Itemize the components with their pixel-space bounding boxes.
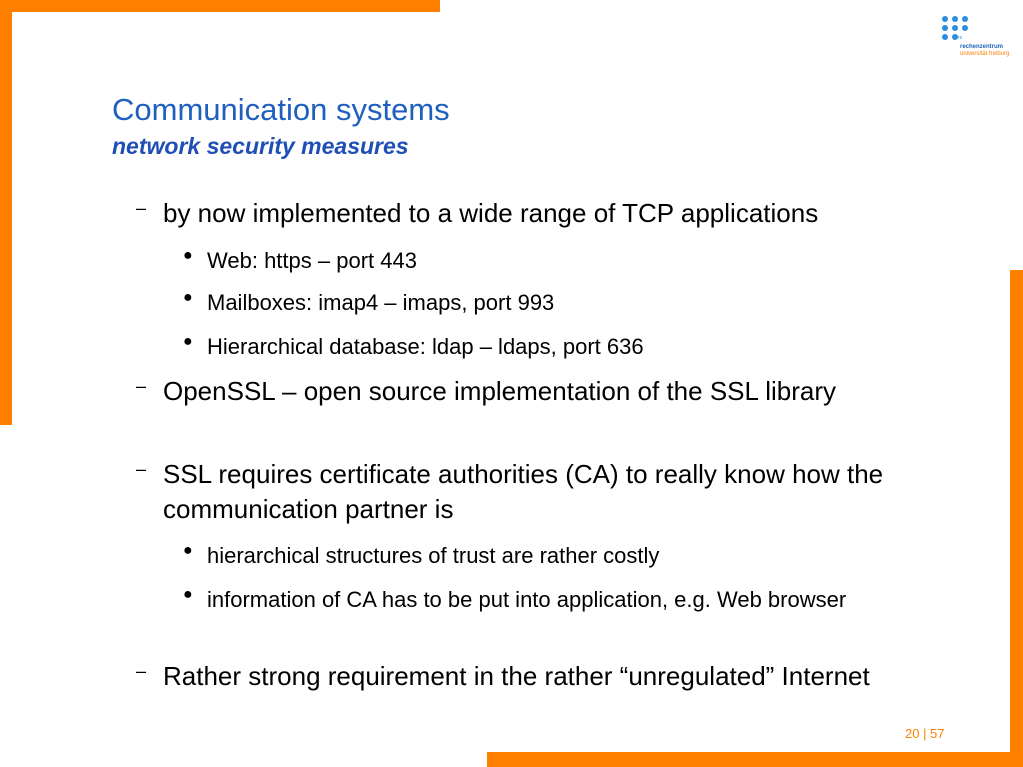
logo-text: rechenzentrum universität freiburg xyxy=(960,44,1009,58)
bullet-item: ● hierarchical structures of trust are r… xyxy=(183,540,947,571)
dot-marker: ● xyxy=(183,333,193,350)
left-orange-bar xyxy=(0,0,12,425)
slide-title: Communication systems xyxy=(112,92,450,127)
logo-dot xyxy=(942,16,948,22)
logo-rz: rz xyxy=(958,35,963,41)
logo-dot xyxy=(952,16,958,22)
bullet-item: – Rather strong requirement in the rathe… xyxy=(136,659,923,694)
logo-dot xyxy=(962,16,968,22)
bullet-item: ● information of CA has to be put into a… xyxy=(183,584,937,615)
bottom-orange-bar xyxy=(487,752,1023,767)
logo-dot xyxy=(962,25,968,31)
dash-marker: – xyxy=(136,376,147,396)
bullet-item: – by now implemented to a wide range of … xyxy=(136,196,953,231)
logo-dot xyxy=(952,34,958,40)
bullet-text: OpenSSL – open source implementation of … xyxy=(163,376,837,406)
logo-dot xyxy=(952,25,958,31)
bullet-text: hierarchical structures of trust are rat… xyxy=(207,543,660,568)
bullet-text: information of CA has to be put into app… xyxy=(207,587,847,612)
bullet-item: ● Hierarchical database: ldap – ldaps, p… xyxy=(183,331,947,362)
dash-marker: – xyxy=(136,198,147,218)
top-orange-bar xyxy=(0,0,440,12)
bullet-text: by now implemented to a wide range of TC… xyxy=(163,198,819,228)
logo-line2: universität freiburg xyxy=(960,51,1010,57)
bullet-text: Rather strong requirement in the rather … xyxy=(163,661,870,691)
logo-line1: rechenzentrum xyxy=(960,44,1004,50)
bullet-item: ● Web: https – port 443 xyxy=(183,245,947,276)
right-orange-bar xyxy=(1010,270,1023,767)
bullet-text: Mailboxes: imap4 – imaps, port 993 xyxy=(207,290,555,315)
bullet-text: SSL requires certificate authorities (CA… xyxy=(163,459,884,524)
bullet-text: Hierarchical database: ldap – ldaps, por… xyxy=(207,334,644,359)
slide-subtitle: network security measures xyxy=(112,133,409,159)
bullet-text: Web: https – port 443 xyxy=(207,248,417,273)
rechenzentrum-logo: rz rechenzentrum universität freiburg xyxy=(938,14,1018,62)
dot-marker: ● xyxy=(183,247,193,264)
dot-marker: ● xyxy=(183,586,193,603)
dot-marker: ● xyxy=(183,542,193,559)
page-number: 20 | 57 xyxy=(905,726,945,741)
dot-marker: ● xyxy=(183,289,193,306)
dash-marker: – xyxy=(136,661,147,681)
logo-dot xyxy=(942,34,948,40)
bullet-item: – OpenSSL – open source implementation o… xyxy=(136,374,903,409)
bullet-item: – SSL requires certificate authorities (… xyxy=(136,457,923,527)
logo-dot xyxy=(942,25,948,31)
bullet-item: ● Mailboxes: imap4 – imaps, port 993 xyxy=(183,287,947,318)
dash-marker: – xyxy=(136,459,147,479)
